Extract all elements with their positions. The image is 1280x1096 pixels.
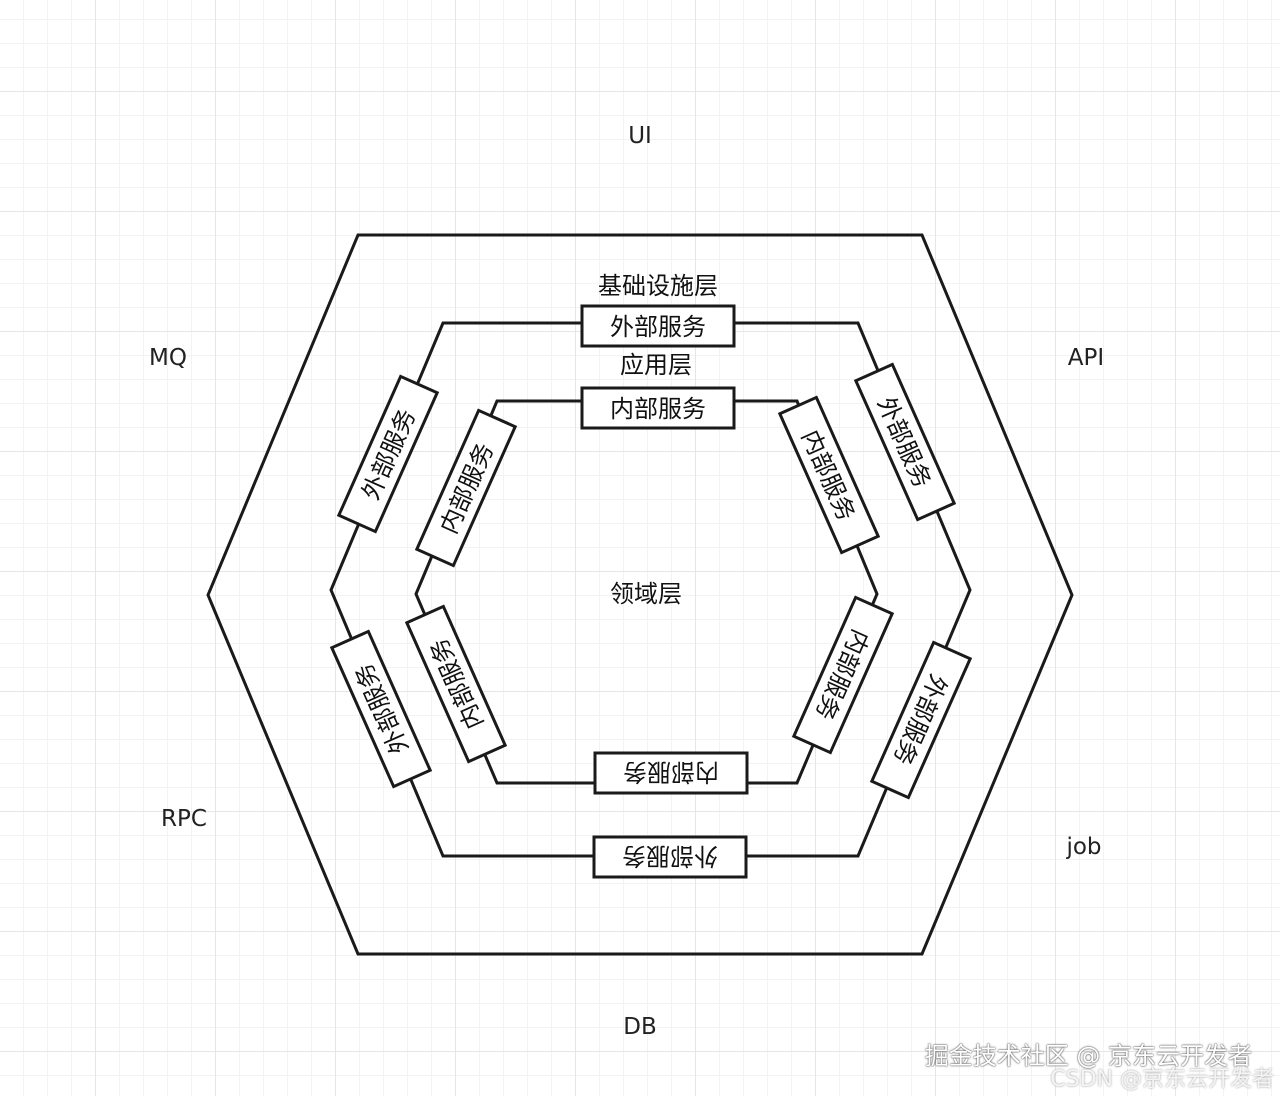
inner-service-box-lower-left: 内部服务 <box>404 604 508 764</box>
outer-service-box-top: 外部服务 <box>580 304 736 348</box>
outer-service-label: 外部服务 <box>622 842 718 870</box>
port-label-job: job <box>1065 834 1101 860</box>
inner-service-box-upper-right: 内部服务 <box>777 395 881 555</box>
inner-service-box-top: 内部服务 <box>580 386 736 430</box>
inner-service-box-upper-left: 内部服务 <box>414 408 518 568</box>
port-label-db: DB <box>623 1014 657 1040</box>
outer-service-box-lower-right: 外部服务 <box>869 640 973 800</box>
port-label-mq: MQ <box>149 345 187 371</box>
inner-service-box-bottom: 内部服务 <box>593 751 749 795</box>
outer-service-box-upper-left: 外部服务 <box>336 374 440 534</box>
middle-hexagon <box>329 321 972 858</box>
watermark-csdn: CSDN @京东云开发者 <box>1050 1067 1274 1092</box>
layer-label-infrastructure: 基础设施层 <box>598 272 718 300</box>
port-label-ui: UI <box>628 123 652 149</box>
outer-hexagon <box>206 233 1074 956</box>
inner-hexagon <box>414 399 879 785</box>
inner-service-label: 内部服务 <box>623 758 719 786</box>
inner-service-label: 内部服务 <box>610 395 706 423</box>
outer-service-box-bottom: 外部服务 <box>592 835 748 879</box>
inner-service-box-lower-right: 内部服务 <box>791 595 895 755</box>
outer-service-box-upper-right: 外部服务 <box>853 362 957 522</box>
outer-service-label: 外部服务 <box>610 313 706 341</box>
port-label-rpc: RPC <box>161 806 207 832</box>
outer-service-box-lower-left: 外部服务 <box>329 629 433 789</box>
layer-label-application: 应用层 <box>620 351 692 379</box>
layer-label-domain: 领域层 <box>610 580 682 608</box>
port-label-api: API <box>1068 345 1104 371</box>
watermark-juejin: 掘金技术社区 @ 京东云开发者 <box>924 1042 1252 1070</box>
